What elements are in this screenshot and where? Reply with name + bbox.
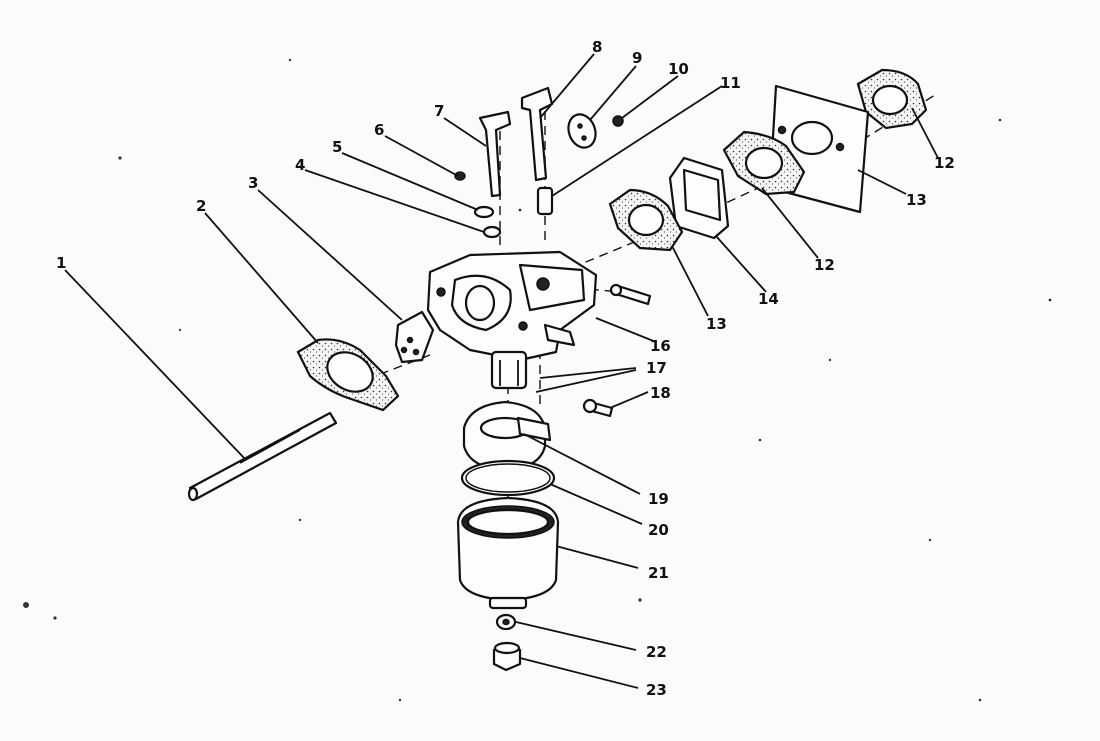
part-washer <box>495 613 517 631</box>
callout-3: 3 <box>248 174 258 192</box>
part-throttle-lever <box>520 86 554 182</box>
callout-17: 17 <box>646 359 667 377</box>
part-choke-lever <box>478 110 512 198</box>
callout-14: 14 <box>758 290 779 308</box>
callout-23: 23 <box>646 681 667 699</box>
callout-8: 8 <box>592 38 602 56</box>
callout-4: 4 <box>295 156 305 174</box>
leader-lines <box>64 53 939 689</box>
part-bowl-nut <box>492 641 522 672</box>
part-float-bowl <box>456 496 560 610</box>
callout-labels: 1 2 3 4 5 6 7 8 9 10 11 12 13 12 14 13 1… <box>56 38 955 699</box>
part-screw-18 <box>582 398 614 418</box>
callout-18: 18 <box>650 384 671 402</box>
part-mounting-gasket-left <box>296 338 400 412</box>
callout-20: 20 <box>648 521 669 539</box>
part-throttle-plate <box>567 113 597 149</box>
callout-16: 16 <box>650 337 671 355</box>
part-plate-gasket <box>394 310 435 364</box>
part-spring-11 <box>536 186 554 216</box>
part-float <box>462 400 552 472</box>
part-o-ring <box>460 459 556 497</box>
callout-13-middle: 13 <box>706 315 727 333</box>
callout-22: 22 <box>646 643 667 661</box>
callout-1: 1 <box>56 254 66 272</box>
callout-6: 6 <box>374 121 384 139</box>
part-gasket-15 <box>608 188 684 252</box>
background-speckle <box>23 58 1052 702</box>
callout-21: 21 <box>648 564 669 582</box>
callout-13-top: 13 <box>906 191 927 209</box>
callout-2: 2 <box>196 197 206 215</box>
callout-12-top: 12 <box>934 154 955 172</box>
part-throttle-shaft <box>187 411 338 502</box>
callout-5: 5 <box>332 138 342 156</box>
part-small-screws <box>454 171 502 239</box>
callout-19: 19 <box>648 490 669 508</box>
part-gasket-12-middle <box>722 130 806 196</box>
part-idle-screw <box>609 283 652 306</box>
part-screw-10 <box>612 115 624 127</box>
part-spacer-block <box>668 156 730 240</box>
callout-9: 9 <box>632 49 642 67</box>
callout-12-middle: 12 <box>814 256 835 274</box>
callout-11: 11 <box>720 74 741 92</box>
part-carburetor-body <box>426 250 598 390</box>
part-gasket-12-right <box>856 68 928 130</box>
callout-10: 10 <box>668 60 689 78</box>
callout-7: 7 <box>434 102 444 120</box>
